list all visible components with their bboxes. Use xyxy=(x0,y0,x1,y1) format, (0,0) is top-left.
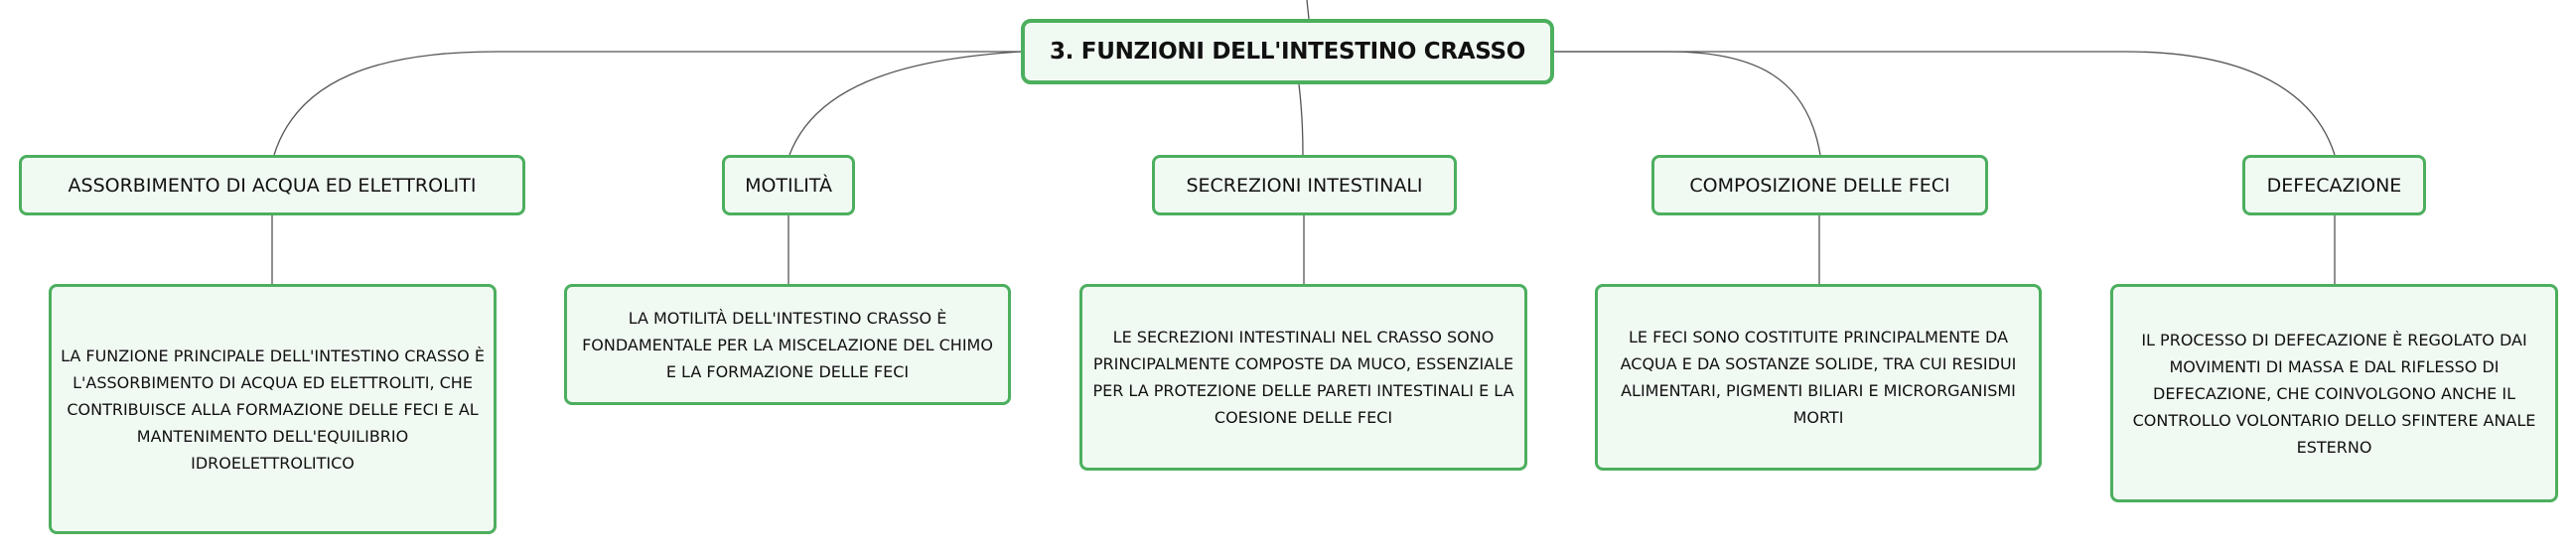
root-topic[interactable]: 3. FUNZIONI DELL'INTESTINO CRASSO xyxy=(1021,19,1554,84)
topic-secrezioni[interactable]: SECREZIONI INTESTINALI xyxy=(1152,155,1457,215)
topic-composizione-feci[interactable]: COMPOSIZIONE DELLE FECI xyxy=(1651,155,1988,215)
detail-assorbimento[interactable]: LA FUNZIONE PRINCIPALE DELL'INTESTINO CR… xyxy=(49,284,497,534)
connector-root-branch-4 xyxy=(1554,51,1821,156)
detail-motilita[interactable]: LA MOTILITÀ DELL'INTESTINO CRASSO È FOND… xyxy=(564,284,1011,405)
connector-root-branch-3 xyxy=(1298,83,1304,156)
topic-assorbimento[interactable]: ASSORBIMENTO DI ACQUA ED ELETTROLITI xyxy=(19,155,525,215)
connector-root-branch-2 xyxy=(788,51,1022,156)
detail-composizione-feci[interactable]: LE FECI SONO COSTITUITE PRINCIPALMENTE D… xyxy=(1595,284,2042,471)
detail-secrezioni[interactable]: LE SECREZIONI INTESTINALI NEL CRASSO SON… xyxy=(1079,284,1527,471)
connector-root-branch-5 xyxy=(1554,51,2336,156)
detail-defecazione[interactable]: IL PROCESSO DI DEFECAZIONE È REGOLATO DA… xyxy=(2110,284,2558,502)
connector-parent-root xyxy=(1306,0,1310,20)
topic-motilita[interactable]: MOTILITÀ xyxy=(722,155,855,215)
topic-defecazione[interactable]: DEFECAZIONE xyxy=(2242,155,2426,215)
connector-root-branch-1 xyxy=(273,51,1021,156)
